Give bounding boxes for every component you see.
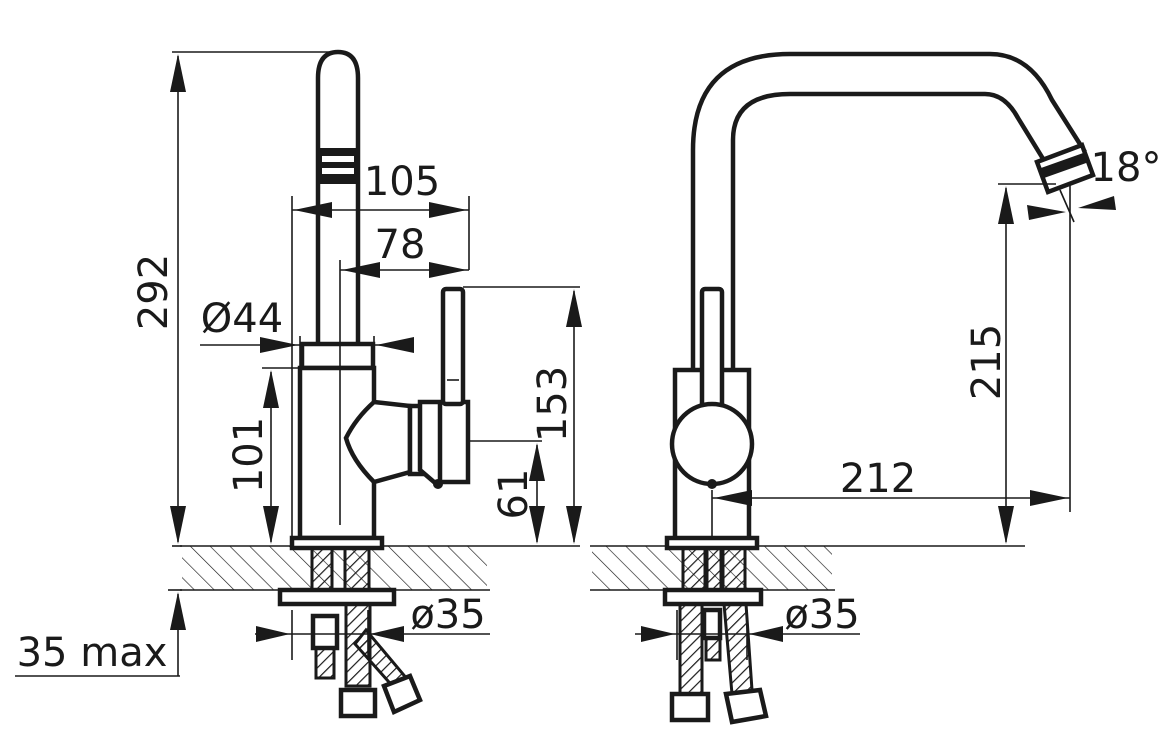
dim-hole-diameter-front: ø35 [784, 592, 859, 638]
dim-lever-top: 153 [530, 366, 576, 442]
spout-tube-side [315, 49, 361, 348]
lever-hub-front [669, 401, 755, 487]
dim-body-height: 101 [226, 417, 272, 493]
dim-height-total: 292 [131, 254, 177, 330]
lever-handle-front[interactable] [699, 286, 725, 412]
base-collar-side [299, 341, 376, 371]
aerator-side [318, 148, 358, 184]
side-view: 292 105 78 Ø44 101 153 [15, 49, 582, 719]
dim-spout-angle: 18° [1091, 145, 1162, 191]
mount-hose-left [343, 546, 371, 594]
countertop-hatch-left [182, 546, 487, 590]
dim-lever-bottom: 61 [491, 469, 537, 520]
dim-reach-inner: 78 [375, 222, 426, 268]
mount-stud-nut [310, 613, 340, 651]
lever-handle-side[interactable] [440, 286, 466, 407]
hose-nut-1 [338, 687, 378, 719]
dim-spout-height: 215 [964, 324, 1010, 400]
front-nut-1 [669, 691, 711, 723]
front-hose-1 [678, 602, 704, 696]
cartridge-neck [343, 399, 413, 485]
spout-tube-front [690, 51, 1087, 370]
dim-reach-outer: 105 [364, 159, 440, 205]
hose-nut-2 [381, 673, 423, 716]
dim-base-diameter: Ø44 [201, 296, 283, 342]
dim-spout-reach: 212 [840, 456, 916, 502]
front-nut-2 [723, 687, 769, 725]
dim-deck-max: 35 max [17, 630, 168, 676]
mount-stud-left [310, 546, 334, 594]
dim-hole-diameter-side: ø35 [410, 592, 485, 638]
front-view: ø35 212 215 18° [590, 51, 1162, 725]
lever-housing [417, 399, 471, 485]
